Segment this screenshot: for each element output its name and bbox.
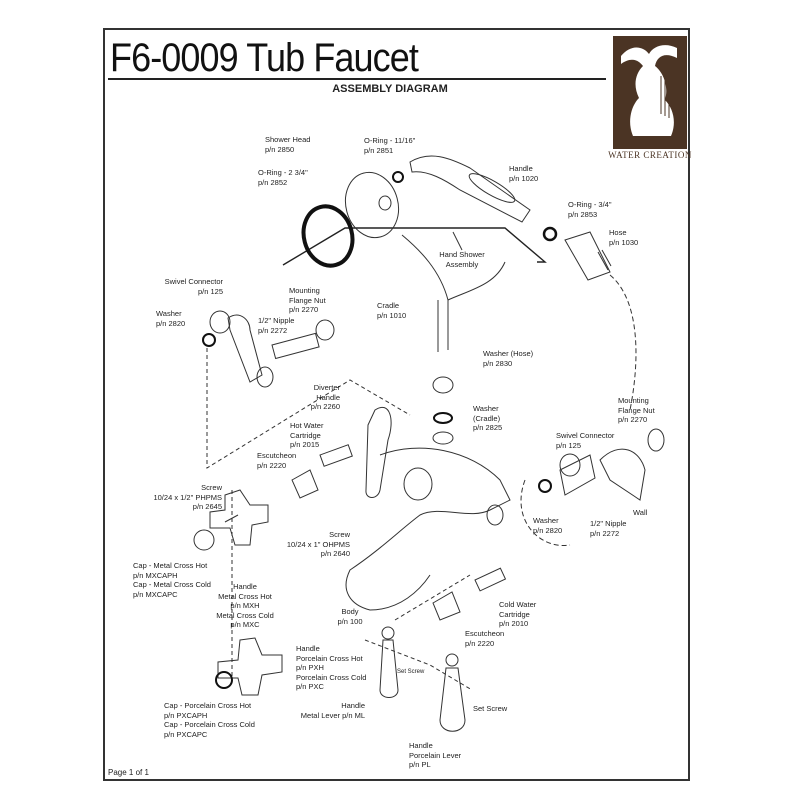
label-washer-hose: Washer (Hose)p/n 2830 — [483, 349, 534, 368]
oring-small — [392, 171, 404, 183]
logo-emblem — [613, 36, 687, 149]
label-set-screw: Set Screw — [473, 704, 508, 713]
page-subtitle: ASSEMBLY DIAGRAM — [332, 83, 448, 95]
metal-cross-handle — [193, 489, 269, 551]
page-frame — [103, 28, 690, 781]
label-oring-2851: O-Ring - 11/16"p/n 2851 — [364, 136, 416, 155]
hot-cartridge — [291, 444, 353, 499]
porcelain-lever-handle — [439, 653, 466, 732]
water-creation-logo: WATER CREATION — [608, 36, 691, 164]
title-rule — [108, 78, 606, 80]
dashed-guides — [206, 348, 473, 691]
hand-shower-bracket — [282, 227, 547, 266]
hose — [564, 231, 637, 411]
shower-head — [344, 171, 400, 239]
faucet-body — [345, 412, 511, 611]
diverter-handle — [365, 407, 392, 498]
oring-34 — [542, 226, 558, 242]
page-title: F6-0009 Tub Faucet — [110, 36, 419, 80]
label-wall: Wall — [633, 508, 648, 517]
cradle — [401, 234, 506, 394]
right-swivel — [520, 428, 665, 547]
label-set-screw-small: Set Screw — [397, 669, 425, 675]
metal-lever-handle — [379, 626, 399, 698]
label-washer-cradle: Washer(Cradle)p/n 2825 — [473, 404, 503, 432]
logo-text: WATER CREATION — [608, 150, 692, 160]
left-swivel — [202, 310, 335, 388]
label-oring-2852: O-Ring - 2 3/4"p/n 2852 — [258, 168, 308, 187]
cold-cartridge — [432, 567, 507, 621]
page-number: Page 1 of 1 — [108, 768, 149, 777]
shower-handle — [409, 155, 531, 223]
figure-icon — [621, 45, 677, 136]
oring-large — [301, 204, 355, 268]
label-oring-2853: O-Ring - 3/4"p/n 2853 — [568, 200, 612, 219]
porcelain-cross-handle — [215, 637, 283, 696]
